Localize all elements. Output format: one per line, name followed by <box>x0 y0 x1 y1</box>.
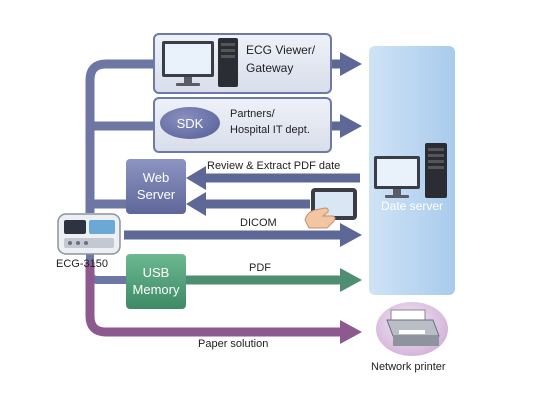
sdk-label-line2: Hospital IT dept. <box>230 124 310 136</box>
usb-line2: Memory <box>132 281 180 297</box>
gateway-label-line2: Gateway <box>246 61 294 75</box>
review-arrow-head <box>186 166 206 190</box>
pdf-arrow-head <box>340 268 362 292</box>
printer-icon <box>386 309 440 346</box>
sdk-arrow-head <box>340 114 362 138</box>
paper-arrow-head <box>340 320 362 344</box>
server-label: Date server <box>380 199 444 213</box>
paper-line <box>85 262 342 337</box>
ecg-device-icon <box>57 213 121 255</box>
trunk-line <box>85 59 155 213</box>
web-server-line2: Server <box>136 186 176 202</box>
device-label: ECG-3150 <box>56 258 108 270</box>
sdk-label-line1: Partners/ <box>230 108 275 120</box>
server-computer-icon <box>374 143 447 198</box>
dicom-arrow-head <box>340 223 362 247</box>
usb-memory-block: USB Memory <box>126 254 186 309</box>
gateway-arrow-head <box>340 52 362 76</box>
tablet-hand-icon <box>304 188 357 229</box>
pdf-arrow-label: PDF <box>249 262 271 274</box>
desktop-computer-icon <box>162 38 238 87</box>
paper-arrow-label: Paper solution <box>198 338 269 350</box>
usb-line1: USB <box>142 265 170 281</box>
web-server-block: Web Server <box>126 159 186 214</box>
printer-label: Network printer <box>371 361 446 373</box>
web-server-line1: Web <box>142 170 170 186</box>
gateway-label-line1: ECG Viewer/ <box>246 43 316 57</box>
tablet-arrow-head <box>186 192 206 216</box>
dicom-arrow-label: DICOM <box>240 217 277 229</box>
sdk-oval: SDK <box>160 107 220 139</box>
review-arrow-label: Review & Extract PDF date <box>207 160 341 172</box>
